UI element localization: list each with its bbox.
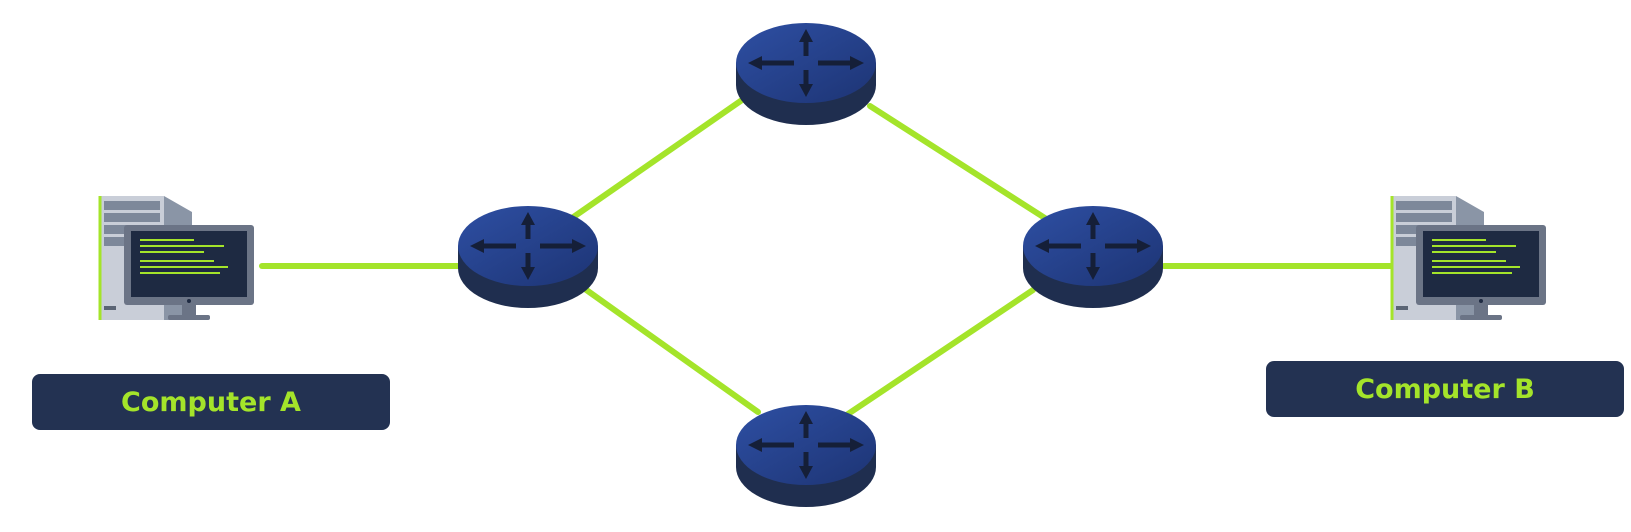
link-router-bottom-router-right bbox=[845, 287, 1036, 417]
link-router-left-router-bottom bbox=[582, 286, 761, 415]
link-router-top-router-right bbox=[867, 103, 1051, 223]
computer-b-icon bbox=[1390, 194, 1548, 322]
computer-b-label-text: Computer B bbox=[1355, 373, 1535, 405]
computer-a-label: Computer A bbox=[32, 374, 390, 430]
link-router-left-router-top bbox=[569, 97, 745, 221]
router-left-icon bbox=[458, 206, 598, 308]
computer-a-label-text: Computer A bbox=[121, 386, 301, 418]
router-top-icon bbox=[736, 23, 876, 125]
computer-a-icon bbox=[98, 194, 256, 322]
network-links bbox=[259, 97, 1403, 417]
computer-b-label: Computer B bbox=[1266, 361, 1624, 417]
router-bottom-icon bbox=[736, 405, 876, 507]
router-right-icon bbox=[1023, 206, 1163, 308]
